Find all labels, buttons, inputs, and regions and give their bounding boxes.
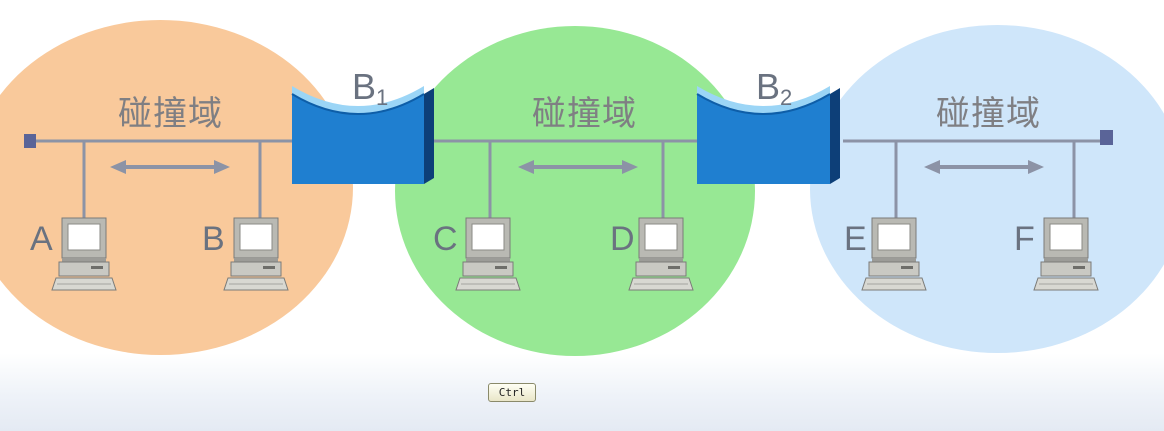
computer-icon xyxy=(455,217,521,291)
double-arrow-icon xyxy=(108,158,232,176)
terminator-icon xyxy=(1100,130,1113,145)
host-label-a: A xyxy=(30,220,53,258)
terminator-icon xyxy=(24,134,36,148)
domain-label-middle: 碰撞域 xyxy=(532,94,637,134)
collision-domain-middle xyxy=(395,26,755,356)
domain-label-left: 碰撞域 xyxy=(118,94,223,134)
collision-domain-left xyxy=(0,20,353,355)
ctrl-key-hint[interactable]: Ctrl xyxy=(488,383,536,402)
bridge-label-b1: B1 xyxy=(352,66,389,110)
host-label-e: E xyxy=(844,220,867,258)
computer-icon xyxy=(861,217,927,291)
domain-label-right: 碰撞域 xyxy=(936,94,1041,134)
computer-icon xyxy=(51,217,117,291)
computer-icon xyxy=(628,217,694,291)
double-arrow-icon xyxy=(922,158,1046,176)
host-label-c: C xyxy=(433,220,458,258)
bridge-b1-icon xyxy=(291,86,434,184)
collision-domain-right xyxy=(810,25,1164,353)
computer-icon xyxy=(1033,217,1099,291)
host-label-d: D xyxy=(610,220,635,258)
bridge-b2-icon xyxy=(696,86,840,184)
computer-icon xyxy=(223,217,289,291)
host-label-f: F xyxy=(1014,220,1035,258)
host-label-b: B xyxy=(202,220,225,258)
bridge-label-b2: B2 xyxy=(756,66,793,110)
double-arrow-icon xyxy=(516,158,640,176)
